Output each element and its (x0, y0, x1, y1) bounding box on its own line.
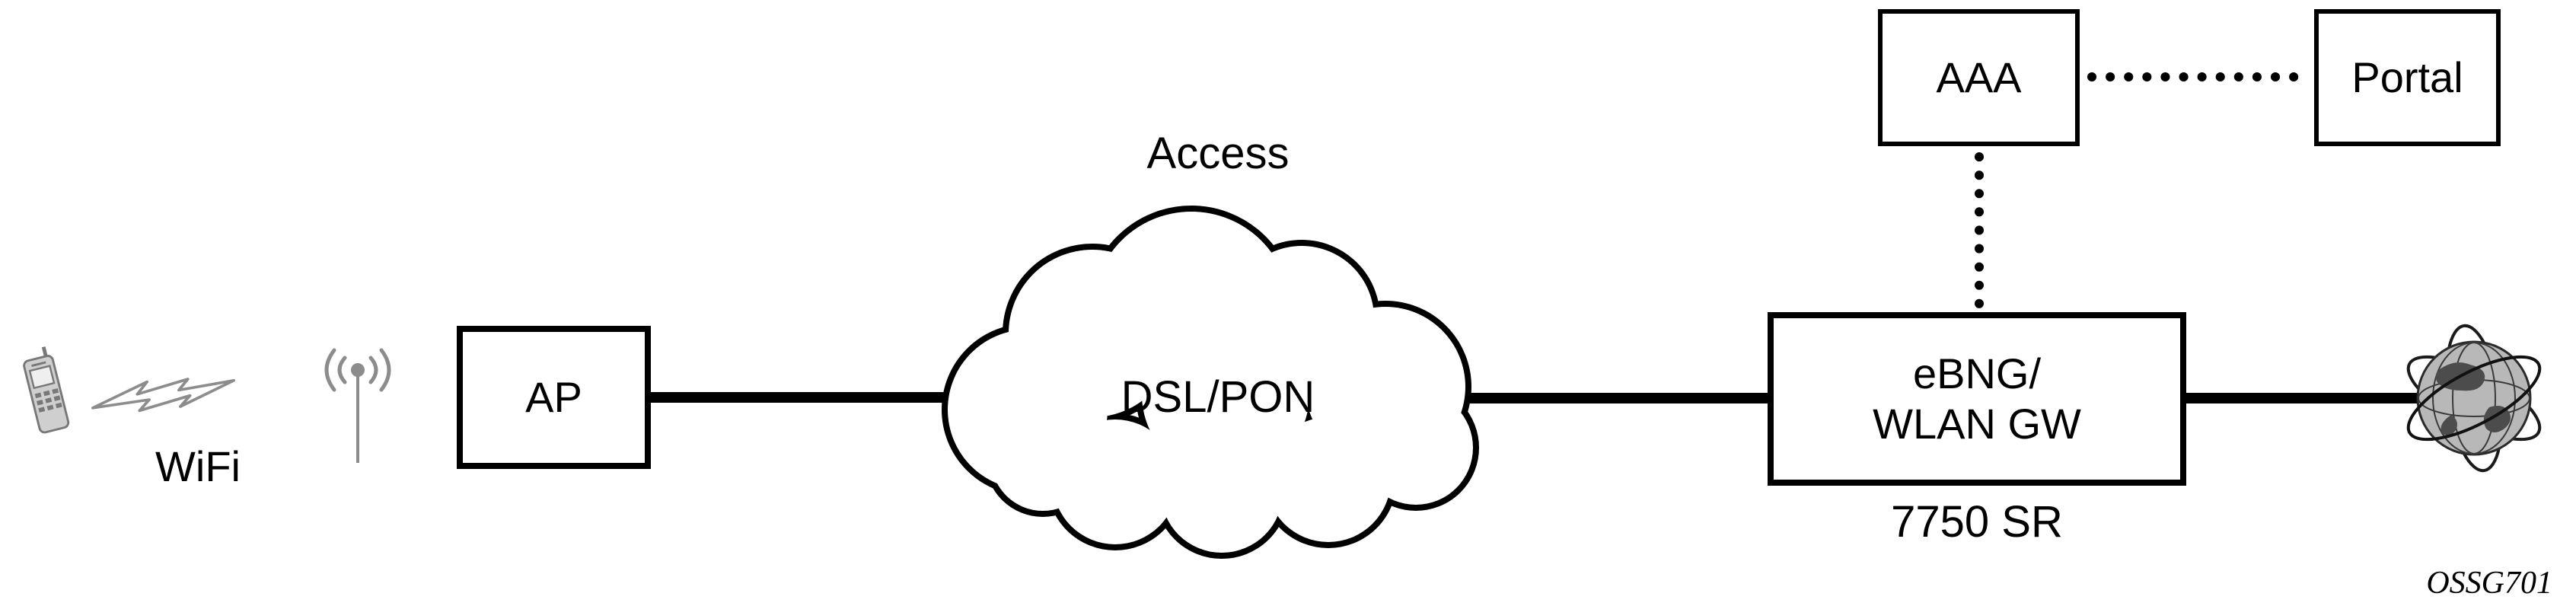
wifi-antenna-icon (299, 340, 417, 473)
mobile-phone-icon (11, 344, 81, 443)
cloud-shape (942, 206, 1479, 559)
ebng-label-line1: eBNG/ (1912, 349, 2042, 397)
ebng-caption: 7750 SR (1891, 497, 2063, 547)
access-label: Access (1146, 129, 1290, 178)
ebng-wlan-gw-node: eBNG/ WLAN GW (1768, 312, 2186, 486)
internet-globe-icon (2398, 308, 2550, 483)
ap-node: AP (457, 326, 651, 469)
portal-label: Portal (2351, 53, 2463, 101)
aaa-label: AAA (1936, 53, 2022, 101)
aaa-node: AAA (1878, 9, 2080, 146)
wifi-label: WiFi (155, 442, 241, 490)
cloud-label: DSL/PON (1121, 372, 1315, 422)
figure-watermark: OSSG701 (2426, 566, 2552, 601)
dsl-pon-cloud: DSL/PON (929, 196, 1507, 562)
ap-label: AP (525, 372, 582, 421)
portal-node: Portal (2314, 9, 2501, 146)
wireless-signal-icon (91, 365, 236, 434)
ebng-label-line2: WLAN GW (1873, 400, 2081, 448)
